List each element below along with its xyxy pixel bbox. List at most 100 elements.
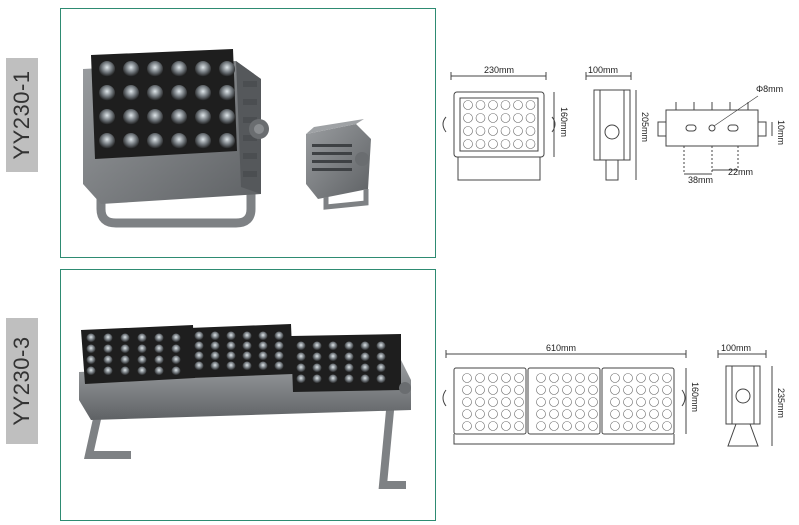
lens-outline <box>514 397 524 407</box>
lens-outline <box>488 385 498 395</box>
dim-height-1: 160mm <box>559 107 569 137</box>
lens-outline <box>649 409 659 419</box>
led-lens <box>210 341 220 351</box>
led-lens <box>171 366 181 376</box>
led-lens <box>296 341 306 351</box>
lens-outline <box>488 139 498 149</box>
led-lens <box>296 352 306 362</box>
lens-outline <box>514 409 524 419</box>
lens-outline <box>500 113 511 123</box>
led-lens <box>242 361 252 371</box>
led-lens <box>312 363 322 373</box>
dim-total-height-1: 205mm <box>640 112 650 142</box>
led-lens <box>194 331 204 341</box>
led-lens <box>103 366 113 376</box>
dim-height-3: 160mm <box>690 382 700 412</box>
led-lens <box>86 366 96 376</box>
dim-depth-3: 100mm <box>721 343 751 353</box>
lens-outline <box>513 139 523 149</box>
lens-outline <box>662 421 672 431</box>
lens-outline <box>501 385 511 395</box>
lens-outline <box>475 139 486 149</box>
led-lens <box>147 85 163 101</box>
lens-outline <box>636 397 646 407</box>
led-lens <box>194 361 204 371</box>
lens-outline <box>610 385 620 395</box>
lens-outline <box>500 100 511 110</box>
lens-outline <box>488 373 498 383</box>
lens-outline <box>475 373 485 383</box>
led-lens <box>328 341 338 351</box>
led-lens <box>328 363 338 373</box>
led-lens <box>86 344 96 354</box>
lens-outline <box>610 409 620 419</box>
led-lens <box>147 61 163 77</box>
lens-outline <box>462 397 472 407</box>
lens-outline <box>525 100 536 110</box>
lens-outline <box>575 421 585 431</box>
lens-outline <box>562 373 572 383</box>
led-lens <box>120 355 130 365</box>
lens-outline <box>536 409 546 419</box>
led-lens <box>312 352 322 362</box>
led-lens <box>258 331 268 341</box>
lens-outline <box>462 373 472 383</box>
lens-outline <box>475 421 485 431</box>
technical-drawing-yy230-3: 610mm 160mm 100mm 235mm <box>442 343 786 447</box>
dim-hole-1: Φ8mm <box>756 84 783 94</box>
lens-outline <box>623 421 633 431</box>
lens-outline <box>536 385 546 395</box>
led-lens <box>360 352 370 362</box>
led-lens <box>296 374 306 384</box>
led-lens <box>137 344 147 354</box>
lens-outline <box>462 421 472 431</box>
led-lens <box>376 363 386 373</box>
led-lens <box>226 341 236 351</box>
led-lens <box>99 61 115 77</box>
led-lens <box>312 374 322 384</box>
led-lens <box>171 355 181 365</box>
led-lens <box>258 341 268 351</box>
lens-outline <box>488 397 498 407</box>
lens-outline <box>549 385 559 395</box>
led-lens <box>328 352 338 362</box>
floodlight-photo-yy230-3 <box>79 324 411 489</box>
led-lens <box>344 363 354 373</box>
bracket-view-drawing <box>657 95 773 175</box>
led-lens <box>344 352 354 362</box>
lens-outline <box>588 373 598 383</box>
lens-outline <box>475 126 486 136</box>
led-lens <box>195 61 211 77</box>
lens-outline <box>462 409 472 419</box>
led-lens <box>226 331 236 341</box>
side-view-drawing <box>585 72 637 181</box>
led-lens <box>274 351 284 361</box>
led-lens <box>210 331 220 341</box>
dim-width-1: 230mm <box>484 65 514 75</box>
lens-outline <box>662 385 672 395</box>
lens-outline <box>525 126 536 136</box>
lens-outline <box>636 385 646 395</box>
led-lens <box>120 333 130 343</box>
lens-outline <box>636 373 646 383</box>
lens-outline <box>649 421 659 431</box>
led-lens <box>147 109 163 125</box>
lens-outline <box>610 397 620 407</box>
led-lens <box>360 363 370 373</box>
led-lens <box>154 344 164 354</box>
lens-outline <box>623 373 633 383</box>
led-lens <box>99 109 115 125</box>
side-view-drawing-3 <box>717 350 773 447</box>
lens-outline <box>475 397 485 407</box>
led-lens <box>360 374 370 384</box>
lens-outline <box>662 397 672 407</box>
led-lens <box>171 61 187 77</box>
led-lens <box>242 331 252 341</box>
led-lens <box>195 133 211 149</box>
led-lens <box>171 344 181 354</box>
led-lens <box>194 341 204 351</box>
lens-outline <box>501 373 511 383</box>
product-photo-frame-yy230-1 <box>60 8 436 258</box>
led-lens <box>147 133 163 149</box>
led-lens <box>226 361 236 371</box>
